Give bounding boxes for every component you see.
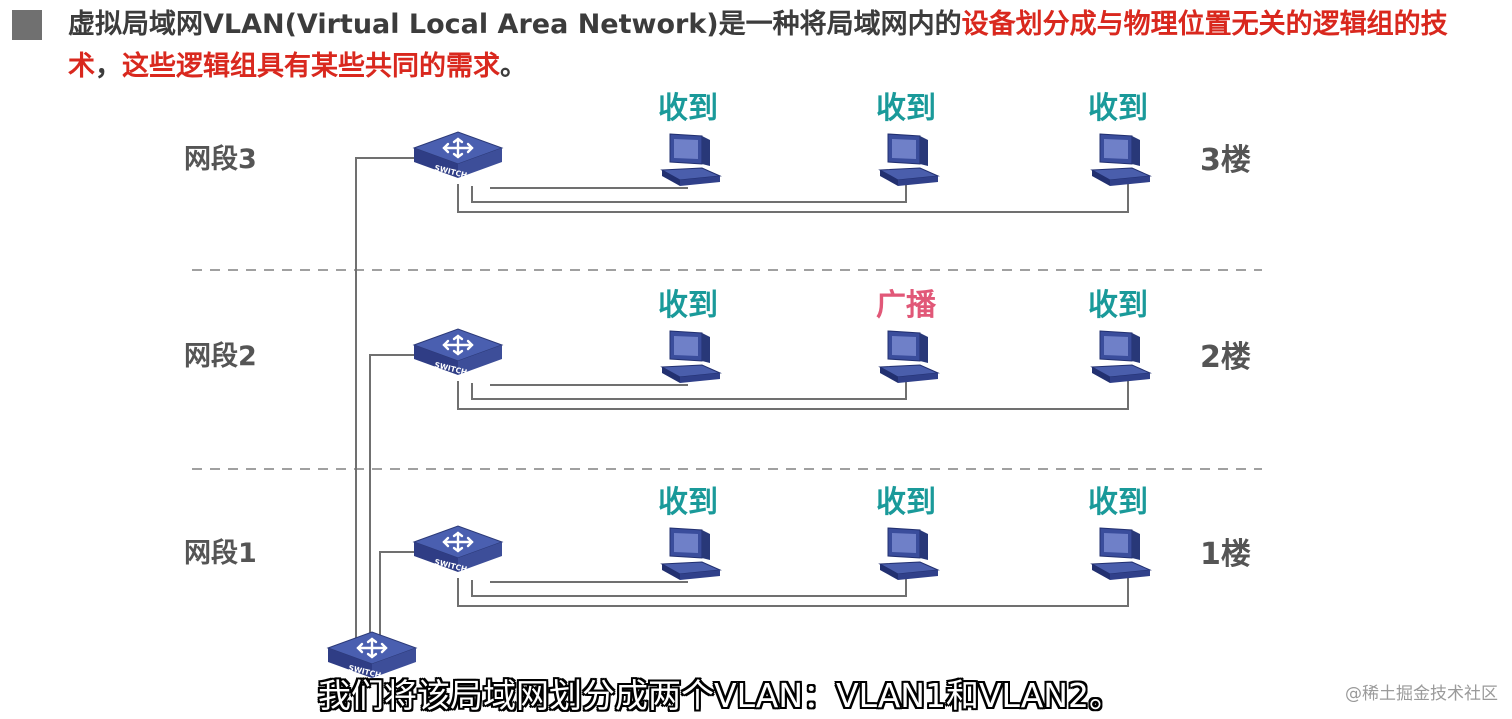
access-link <box>471 178 907 203</box>
host-status-label: 收到 <box>658 485 718 520</box>
host-status-label: 广播 <box>876 288 937 323</box>
title-text: 。 <box>500 51 527 82</box>
host-pc-icon <box>1090 330 1152 383</box>
floor-label: 2楼 <box>1200 340 1251 375</box>
segment-label: 网段2 <box>184 341 257 372</box>
host-status-label: 收到 <box>1088 91 1148 126</box>
host-status-label: 收到 <box>1088 485 1148 520</box>
host-status-label: 收到 <box>876 91 936 126</box>
host-pc-icon <box>1090 527 1152 580</box>
video-subtitle: 我们将该局域网划分成两个VLAN：VLAN1和VLAN2。 <box>318 676 1122 715</box>
host-pc-icon <box>660 527 722 580</box>
title-text: ， <box>95 51 122 82</box>
host-status-label: 收到 <box>658 91 718 126</box>
access-link <box>471 572 907 597</box>
host-status-label: 收到 <box>658 288 718 323</box>
square-bullet-icon <box>12 10 42 40</box>
host-pc-icon <box>878 527 940 580</box>
host-pc-icon <box>660 133 722 186</box>
title-emphasis: 设备划分成与物理位置无关的逻辑组的技术 <box>68 9 1448 82</box>
host-pc-icon <box>660 330 722 383</box>
access-link <box>457 572 1129 607</box>
slide-title: 虚拟局域网VLAN(Virtual Local Area Network)是一种… <box>68 4 1488 88</box>
access-link <box>457 375 1129 410</box>
access-link <box>471 375 907 400</box>
floor-label: 3楼 <box>1200 143 1251 178</box>
host-pc-icon <box>878 330 940 383</box>
host-status-label: 收到 <box>1088 288 1148 323</box>
host-pc-icon <box>1090 133 1152 186</box>
floor-label: 1楼 <box>1200 537 1251 572</box>
title-emphasis: 这些逻辑组具有某些共同的需求 <box>122 51 500 82</box>
access-switch: SWITCH <box>412 525 504 574</box>
host-pc-icon <box>878 133 940 186</box>
segment-label: 网段3 <box>184 144 257 175</box>
trunk-link <box>355 157 440 650</box>
watermark: @稀土掘金技术社区 <box>1345 684 1498 704</box>
segment-label: 网段1 <box>184 538 257 569</box>
trunk-link <box>379 551 440 650</box>
access-switch: SWITCH <box>412 131 504 180</box>
title-text: 虚拟局域网VLAN(Virtual Local Area Network)是一种… <box>68 9 962 40</box>
access-switch: SWITCH <box>412 328 504 377</box>
access-link <box>457 178 1129 213</box>
host-status-label: 收到 <box>876 485 936 520</box>
core-switch: SWITCH <box>326 631 418 680</box>
